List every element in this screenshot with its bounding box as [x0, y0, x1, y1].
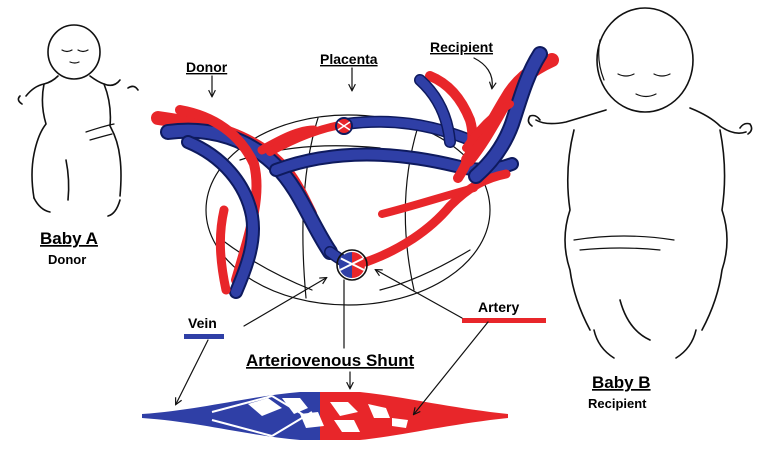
baby-a-title: Baby A — [40, 229, 98, 248]
shunt-anastomosis — [337, 250, 367, 280]
vein-legend-swatch — [184, 334, 224, 339]
baby-b-role: Recipient — [588, 396, 647, 411]
upper-anastomosis — [336, 118, 352, 134]
donor-label: Donor — [186, 59, 228, 75]
baby-a-illustration — [18, 25, 138, 216]
shunt-detail-vessel — [142, 392, 508, 440]
baby-b-title: Baby B — [592, 373, 651, 392]
baby-b-illustration — [528, 8, 751, 358]
artery-legend-swatch — [462, 318, 546, 323]
shunt-label: Arteriovenous Shunt — [246, 351, 414, 370]
artery-label: Artery — [478, 299, 519, 315]
recipient-label: Recipient — [430, 39, 493, 55]
baby-a-role: Donor — [48, 252, 86, 267]
vein-label: Vein — [188, 315, 217, 331]
placenta-label: Placenta — [320, 51, 378, 67]
